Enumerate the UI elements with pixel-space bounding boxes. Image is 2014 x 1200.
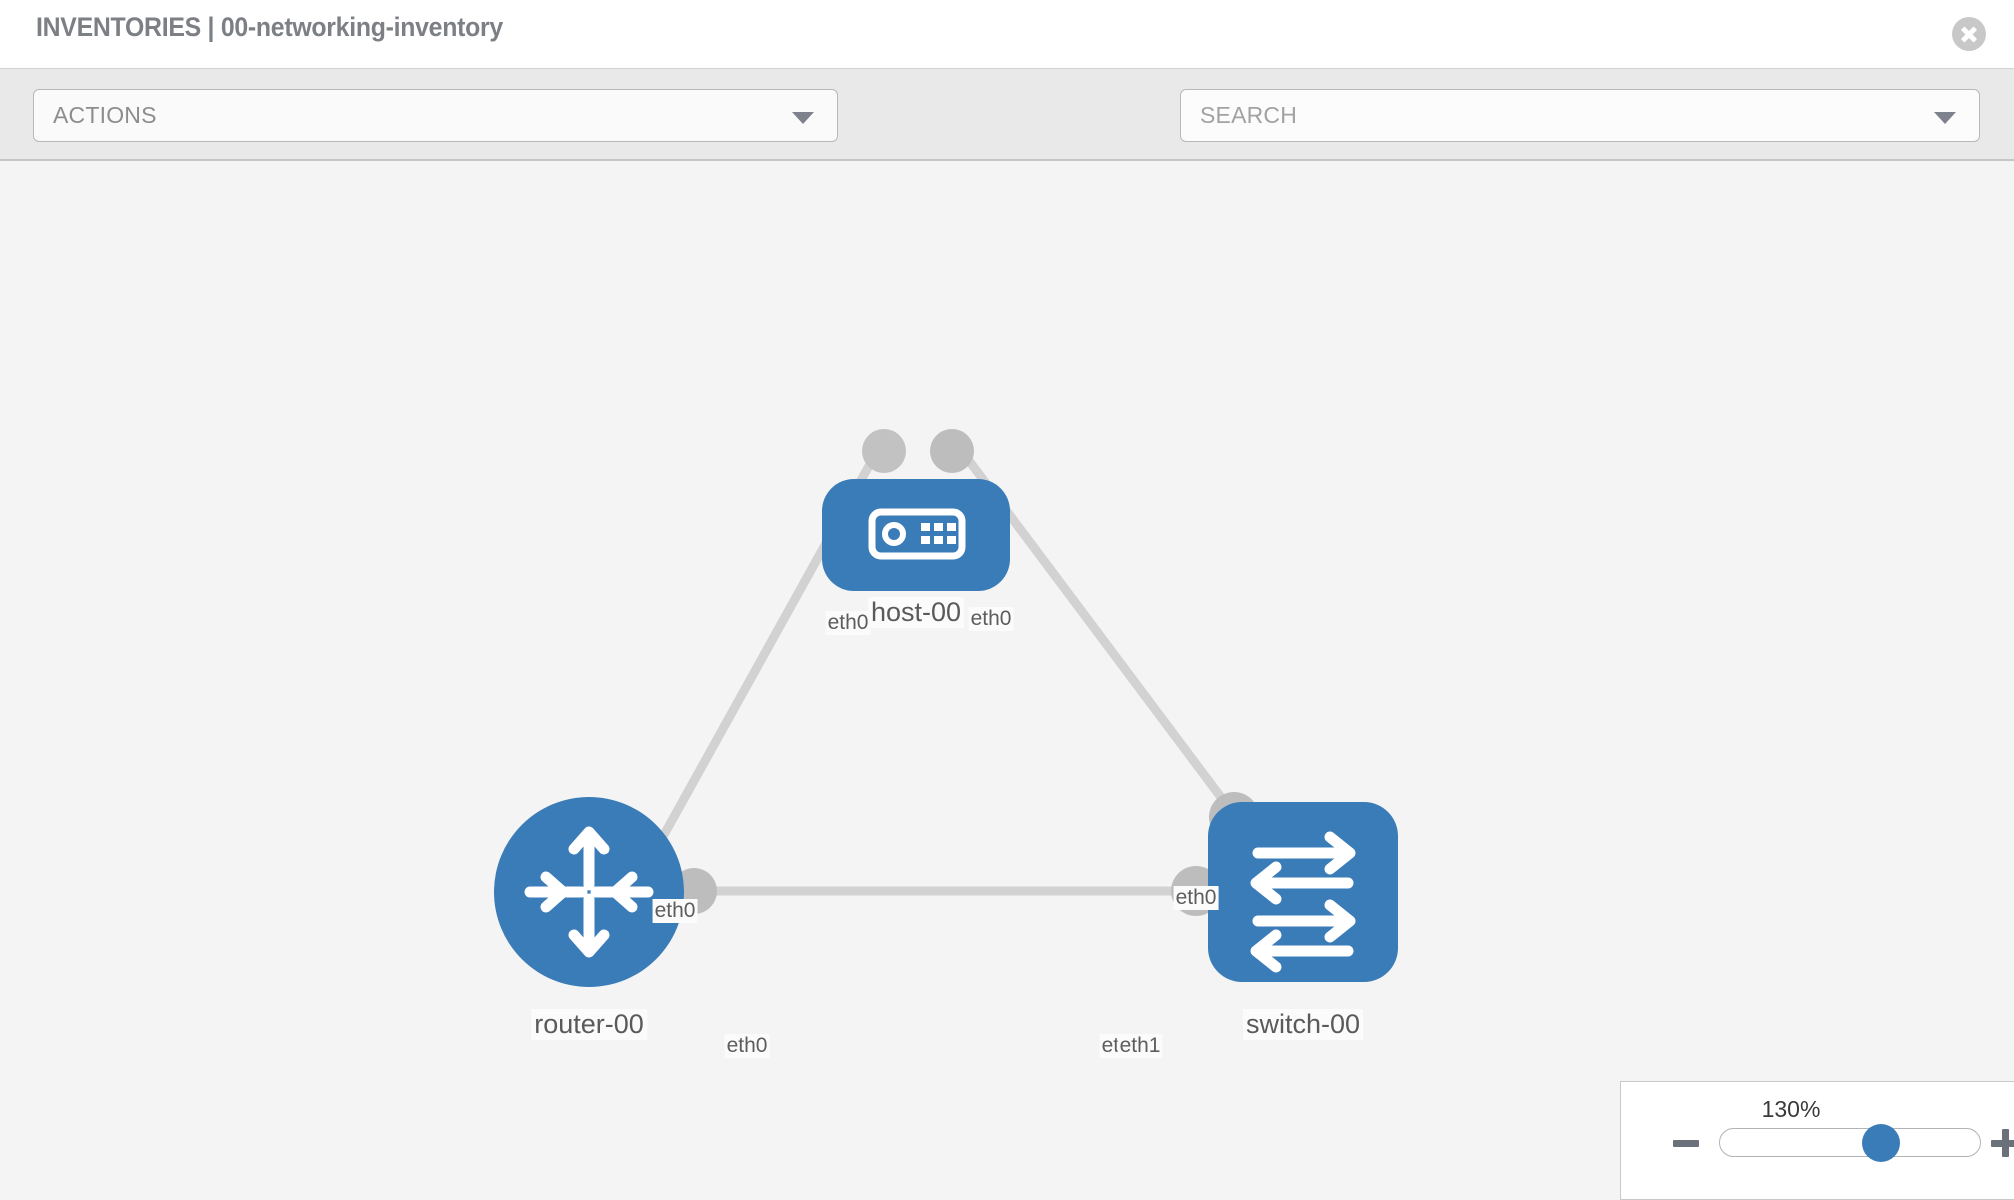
iface-label-router00-uplink-eth0: eth0 — [652, 899, 698, 923]
switch-arrows-icon — [1250, 831, 1356, 973]
chevron-down-icon — [792, 111, 814, 124]
search-placeholder: SEARCH — [1200, 102, 1298, 128]
zoom-slider[interactable] — [1719, 1124, 1981, 1162]
search-input[interactable]: SEARCH — [1180, 89, 1980, 142]
server-device-icon — [868, 508, 966, 560]
router-arrows-icon — [524, 826, 654, 958]
zoom-in-button[interactable] — [1991, 1129, 2014, 1157]
toolbar: ACTIONS SEARCH — [0, 68, 2014, 205]
topology-graph — [494, 429, 1398, 987]
iface-label-router00-eth0: eth0 — [724, 1034, 770, 1058]
close-icon[interactable] — [1952, 17, 1986, 51]
plus-icon-vertical — [2002, 1129, 2009, 1157]
node-host-00[interactable] — [822, 479, 1010, 591]
iface-nub-host00-right[interactable] — [930, 429, 974, 473]
zoom-out-button[interactable] — [1673, 1140, 1699, 1147]
page-header: INVENTORIES | 00-networking-inventory — [0, 0, 2014, 68]
node-label-switch-00: switch-00 — [1242, 1009, 1364, 1040]
node-router-00[interactable] — [494, 797, 684, 987]
zoom-slider-thumb[interactable] — [1862, 1124, 1901, 1162]
node-label-router-00: router-00 — [531, 1009, 647, 1040]
node-label-host-00: host-00 — [867, 597, 965, 628]
zoom-level-value: 130% — [1761, 1096, 1821, 1122]
iface-label-switch00-eth1: eth1 — [1117, 1034, 1163, 1058]
iface-label-host00-eth0-left: eth0 — [825, 611, 871, 635]
actions-dropdown-label: ACTIONS — [53, 102, 157, 128]
zoom-control-panel: 130% — [1620, 1081, 2014, 1200]
iface-nub-host00-left[interactable] — [862, 429, 906, 473]
iface-label-switch00-uplink-eth0: eth0 — [1173, 886, 1219, 910]
iface-label-host00-eth0-right: eth0 — [968, 607, 1014, 631]
node-switch-00[interactable] — [1208, 802, 1398, 982]
chevron-down-icon[interactable] — [1934, 111, 1956, 124]
page-title: INVENTORIES | 00-networking-inventory — [36, 12, 503, 42]
actions-dropdown[interactable]: ACTIONS — [33, 89, 838, 142]
topology-canvas[interactable]: host-00 router-00 switch-00 eth0 eth0 et… — [0, 161, 2014, 1200]
